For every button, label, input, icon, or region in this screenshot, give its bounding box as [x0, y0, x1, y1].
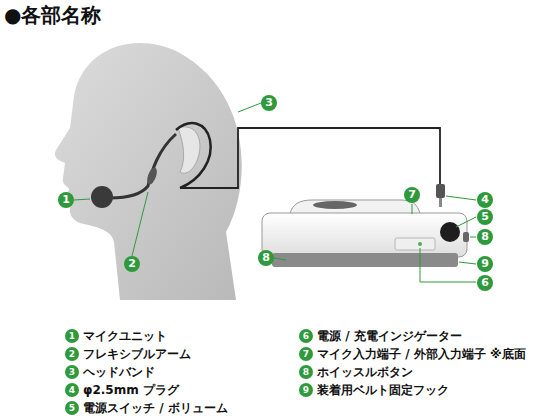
ear — [178, 127, 200, 173]
plug-tip — [439, 198, 442, 207]
part-name: 電源スイッチ / ボリューム — [83, 400, 228, 417]
callout-number: 4 — [477, 192, 493, 208]
part-name: ヘッドバンド — [83, 364, 155, 381]
callout-number: 9 — [477, 256, 493, 272]
cable — [180, 128, 440, 188]
list-number: 9 — [299, 383, 313, 397]
list-number: 6 — [299, 329, 313, 343]
part-name: ホイッスルボタン — [317, 364, 413, 381]
callout-number: 1 — [58, 192, 74, 208]
part-name: マイク入力端子 / 外部入力端子 ※底面 — [317, 346, 526, 363]
arm-joint — [145, 166, 159, 186]
part-name: φ2.5mm プラグ — [83, 382, 179, 399]
headband — [176, 123, 211, 188]
plug — [436, 184, 445, 198]
callout-number: 5 — [477, 209, 493, 225]
list-number: 7 — [299, 347, 313, 361]
callout-number: 3 — [261, 95, 277, 111]
part-name: 装着用ベルト固定フック — [317, 382, 449, 399]
belt-hook — [272, 253, 458, 267]
amp-top — [290, 200, 420, 214]
whistle-button — [463, 232, 469, 242]
callout-number: 8 — [258, 250, 274, 266]
indicator — [418, 242, 422, 246]
leader-lines — [74, 103, 476, 282]
callout-number: 6 — [477, 275, 493, 291]
head-silhouette — [55, 43, 242, 300]
amp-panel — [395, 238, 435, 250]
list-number: 3 — [65, 365, 79, 379]
amp-body — [262, 213, 467, 257]
speaker-grill — [313, 201, 357, 209]
part-name: フレキシブルアーム — [83, 346, 191, 363]
list-number: 8 — [299, 365, 313, 379]
list-number: 2 — [65, 347, 79, 361]
page-title: ●各部名称 — [4, 2, 101, 29]
list-number: 5 — [65, 401, 79, 415]
list-number: 1 — [65, 329, 79, 343]
volume-knob — [440, 222, 460, 242]
list-number: 4 — [65, 383, 79, 397]
mic-unit — [91, 186, 113, 208]
callout-number: 8 — [477, 229, 493, 245]
callout-number: 2 — [124, 256, 140, 272]
part-name: マイクユニット — [83, 328, 167, 345]
callout-number: 7 — [404, 187, 420, 203]
flexible-arm — [110, 134, 176, 198]
part-name: 電源 / 充電インジゲーター — [317, 328, 462, 345]
